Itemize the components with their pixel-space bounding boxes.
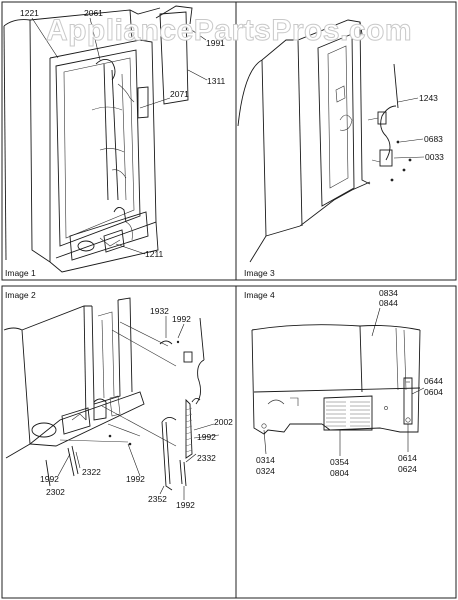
callout-1991: 1991	[206, 38, 225, 48]
panel-frame-image-3	[235, 1, 457, 281]
callout-0844: 0844	[379, 298, 398, 308]
image-1-drawing	[3, 5, 193, 273]
callout-2002: 2002	[214, 417, 233, 427]
callout-0314: 0314	[256, 455, 275, 465]
panel-title-image-4: Image 4	[244, 290, 275, 300]
callout-1992-top: 1992	[172, 314, 191, 324]
callout-2071: 2071	[170, 89, 189, 99]
callout-2061: 2061	[84, 8, 103, 18]
image-4-drawing	[251, 324, 421, 435]
callout-2352: 2352	[148, 494, 167, 504]
callout-0644: 0644	[424, 376, 443, 386]
image-1-leader-lines	[31, 17, 208, 255]
callout-0614: 0614	[398, 453, 417, 463]
panel-title-image-2: Image 2	[5, 290, 36, 300]
callout-1992-left: 1992	[40, 474, 59, 484]
heater-coil-hatch	[185, 407, 193, 453]
callout-0683: 0683	[424, 134, 443, 144]
panel-frame-image-4	[235, 285, 457, 599]
callout-1211: 1211	[145, 249, 164, 259]
image-2-drawing	[3, 297, 205, 491]
callout-1311: 1311	[207, 76, 226, 86]
callout-1992-center: 1992	[126, 474, 145, 484]
callout-0834: 0834	[379, 288, 398, 298]
callout-0604: 0604	[424, 387, 443, 397]
callout-1992-right: 1992	[197, 432, 216, 442]
vent-grille-hatch	[326, 401, 370, 427]
callout-0033: 0033	[425, 152, 444, 162]
callout-1992-bottom: 1992	[176, 500, 195, 510]
panel-title-image-1: Image 1	[5, 268, 36, 278]
callout-2322: 2322	[82, 467, 101, 477]
image-4-leader-lines	[263, 307, 425, 456]
watermark-logo: AppliancePartsPros.com	[46, 14, 412, 47]
callout-0624: 0624	[398, 464, 417, 474]
callout-1221: 1221	[20, 8, 39, 18]
image-3-leader-lines	[393, 97, 425, 159]
callout-0354: 0354	[330, 457, 349, 467]
callout-1243: 1243	[419, 93, 438, 103]
callout-0324: 0324	[256, 466, 275, 476]
callout-0804: 0804	[330, 468, 349, 478]
panel-title-image-3: Image 3	[244, 268, 275, 278]
callout-1932: 1932	[150, 306, 169, 316]
callout-2332: 2332	[197, 453, 216, 463]
image-3-drawing	[237, 19, 412, 263]
image-2-leader-lines	[57, 316, 220, 500]
callout-2302: 2302	[46, 487, 65, 497]
